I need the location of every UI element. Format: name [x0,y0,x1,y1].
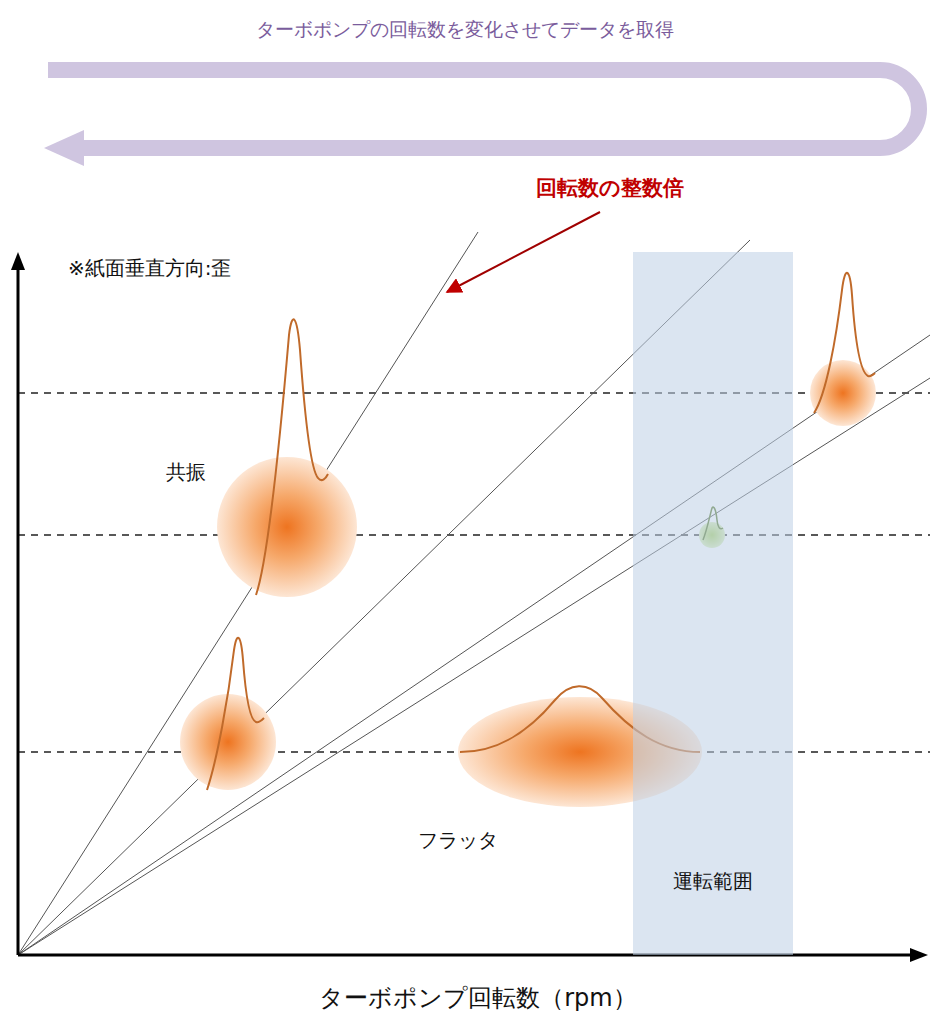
axis-note: ※紙面垂直方向:歪 [68,256,232,280]
axes [11,252,928,962]
engine-order-lines [18,232,930,955]
natural-frequency-lines [18,393,930,752]
band-label: 運転範囲 [673,868,753,895]
annotation-label: 回転数の整数倍 [536,176,684,201]
x-axis-label: ターボポンプ回転数（rpm） [319,984,636,1013]
flutter-label: フラッタ [418,828,498,852]
leader-arrow [447,212,600,292]
operating-range-band: 運転範囲 [633,252,793,955]
sweep-title: ターボポンプの回転数を変化させてデータを取得 [0,18,930,41]
sweep-arrow [44,70,919,166]
resonance-label: 共振 [166,460,206,484]
